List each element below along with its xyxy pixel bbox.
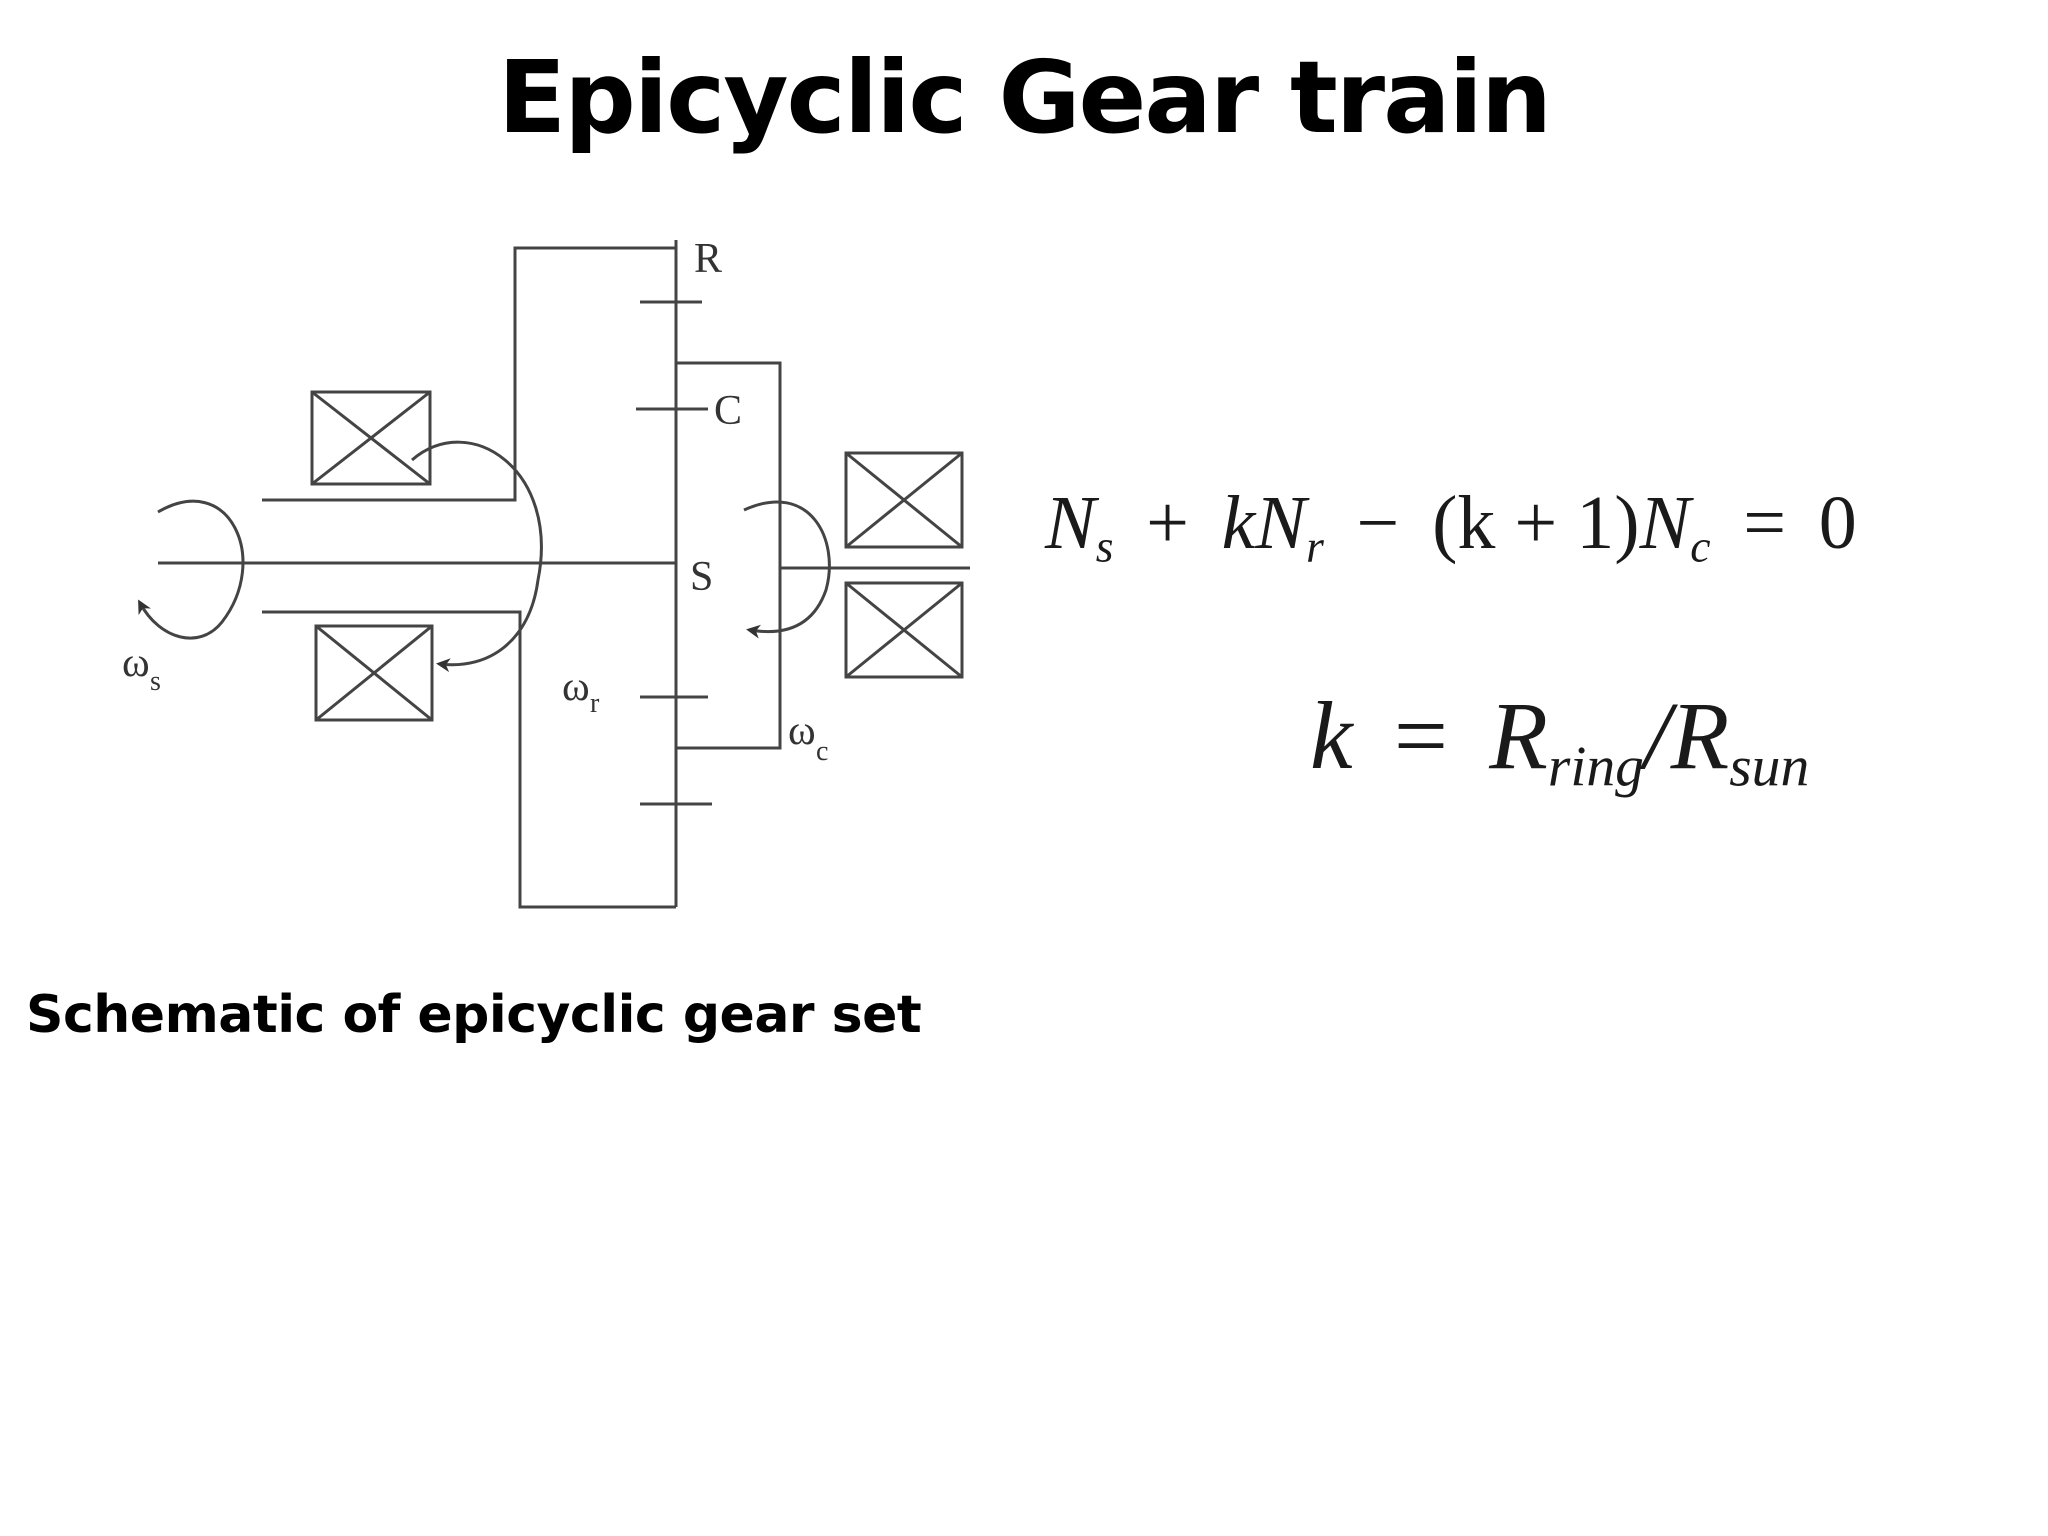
ring-housing-lower [262,610,676,909]
bearing-top-right [844,451,964,549]
bearing-bottom-left [314,624,434,722]
label-ring: R [694,236,722,282]
ring-housing [262,246,676,502]
eq1-Nc: N [1639,481,1691,565]
label-omega-r: ω [562,664,590,710]
carrier-bracket [676,361,782,750]
eq2-R-ring: R [1489,682,1548,789]
eq1-Ns: N [1045,481,1096,565]
eq2-ring-sub: ring [1547,735,1644,799]
eq1-paren: (k + 1) [1432,481,1640,565]
eq2-slash: / [1643,682,1671,789]
bearing-bottom-right [844,581,964,679]
label-omega-s-sub: s [150,666,161,697]
equation-k-ratio: k = Rring/Rsun [1310,680,1809,799]
eq2-R-sun: R [1670,682,1730,789]
eq1-Nr: N [1255,481,1307,565]
eq2-k: k [1310,682,1353,789]
label-omega-s: ω [122,640,150,686]
eq1-plus: + [1146,481,1189,565]
bearing-top-left [310,390,432,486]
label-omega-c: ω [788,708,816,754]
eq1-minus: − [1356,481,1400,565]
eq1-equals: = [1743,481,1787,565]
label-omega-c-sub: c [816,736,828,767]
eq2-equals: = [1393,682,1449,789]
page-title: Epicyclic Gear train [497,39,1552,156]
eq1-Nc-sub: c [1690,520,1711,572]
equation-speed-relation: Ns + kNr − (k + 1)Nc = 0 [1045,480,1857,573]
omega-r-arrow [411,440,543,673]
eq1-rhs: 0 [1818,481,1857,565]
omega-c-arrow [743,500,831,639]
eq1-Ns-sub: s [1095,520,1114,572]
omega-s-arrow [138,499,245,640]
eq2-sun-sub: sun [1729,735,1810,799]
label-omega-r-sub: r [590,688,600,719]
label-sun: S [690,554,713,600]
eq1-Nr-sub: r [1306,520,1324,572]
label-carrier: C [714,388,742,434]
eq1-k: k [1221,481,1256,565]
figure-caption: Schematic of epicyclic gear set [26,985,922,1045]
